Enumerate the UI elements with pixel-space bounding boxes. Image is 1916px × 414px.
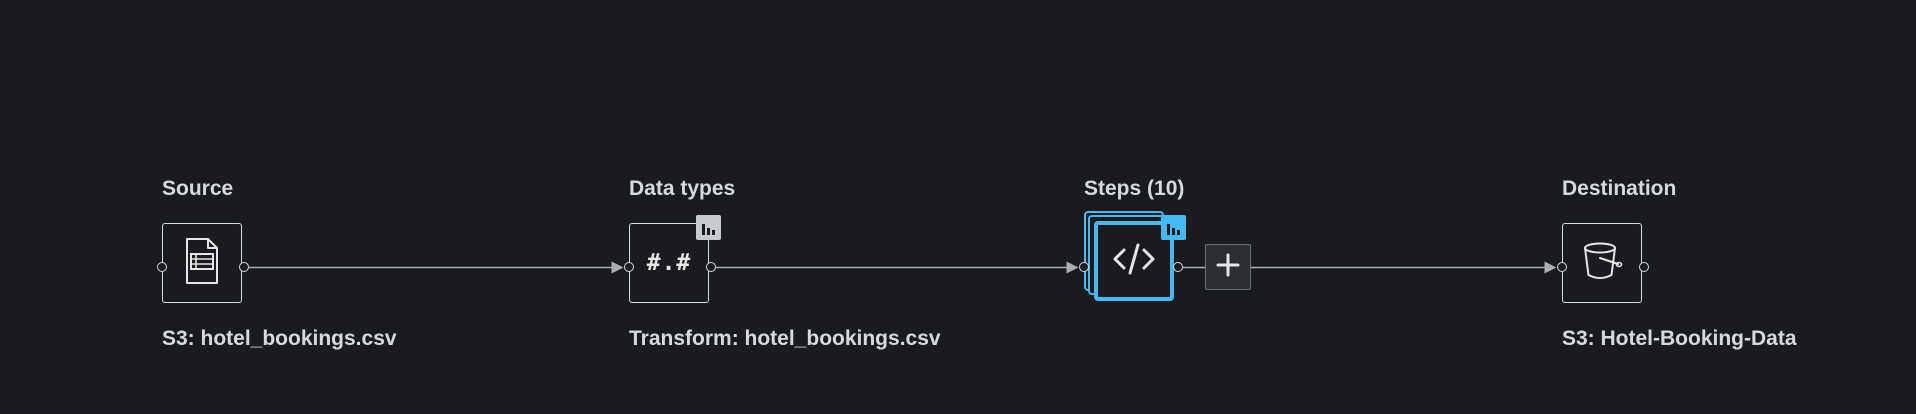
- data-types-subtitle: Transform: hotel_bookings.csv: [629, 327, 941, 350]
- csv-file-icon: [184, 237, 220, 290]
- data-types-output-port[interactable]: [706, 262, 716, 272]
- data-types-icon: #.#: [646, 250, 692, 276]
- steps-input-port[interactable]: [1079, 262, 1089, 272]
- data-types-input-port[interactable]: [624, 262, 634, 272]
- steps-title: Steps (10): [1084, 177, 1185, 200]
- data-types-title: Data types: [629, 177, 736, 200]
- destination-node-box[interactable]: [1562, 223, 1642, 303]
- source-input-port[interactable]: [157, 262, 167, 272]
- source-output-port[interactable]: [239, 262, 249, 272]
- add-step-button[interactable]: [1205, 244, 1251, 290]
- code-icon: [1112, 241, 1156, 282]
- source-node-box[interactable]: [162, 223, 242, 303]
- destination-output-port[interactable]: [1639, 262, 1649, 272]
- data-types-node-box[interactable]: #.#: [629, 223, 709, 303]
- destination-title: Destination: [1562, 177, 1677, 200]
- data-insights-icon[interactable]: [696, 215, 721, 240]
- source-title: Source: [162, 177, 234, 200]
- steps-output-port[interactable]: [1173, 262, 1183, 272]
- destination-input-port[interactable]: [1557, 262, 1567, 272]
- data-insights-icon[interactable]: [1161, 215, 1186, 240]
- steps-node-box[interactable]: [1094, 221, 1174, 301]
- source-subtitle: S3: hotel_bookings.csv: [162, 327, 397, 350]
- plus-icon: [1216, 253, 1240, 282]
- destination-subtitle: S3: Hotel-Booking-Data: [1562, 327, 1797, 350]
- s3-bucket-icon: [1581, 241, 1623, 286]
